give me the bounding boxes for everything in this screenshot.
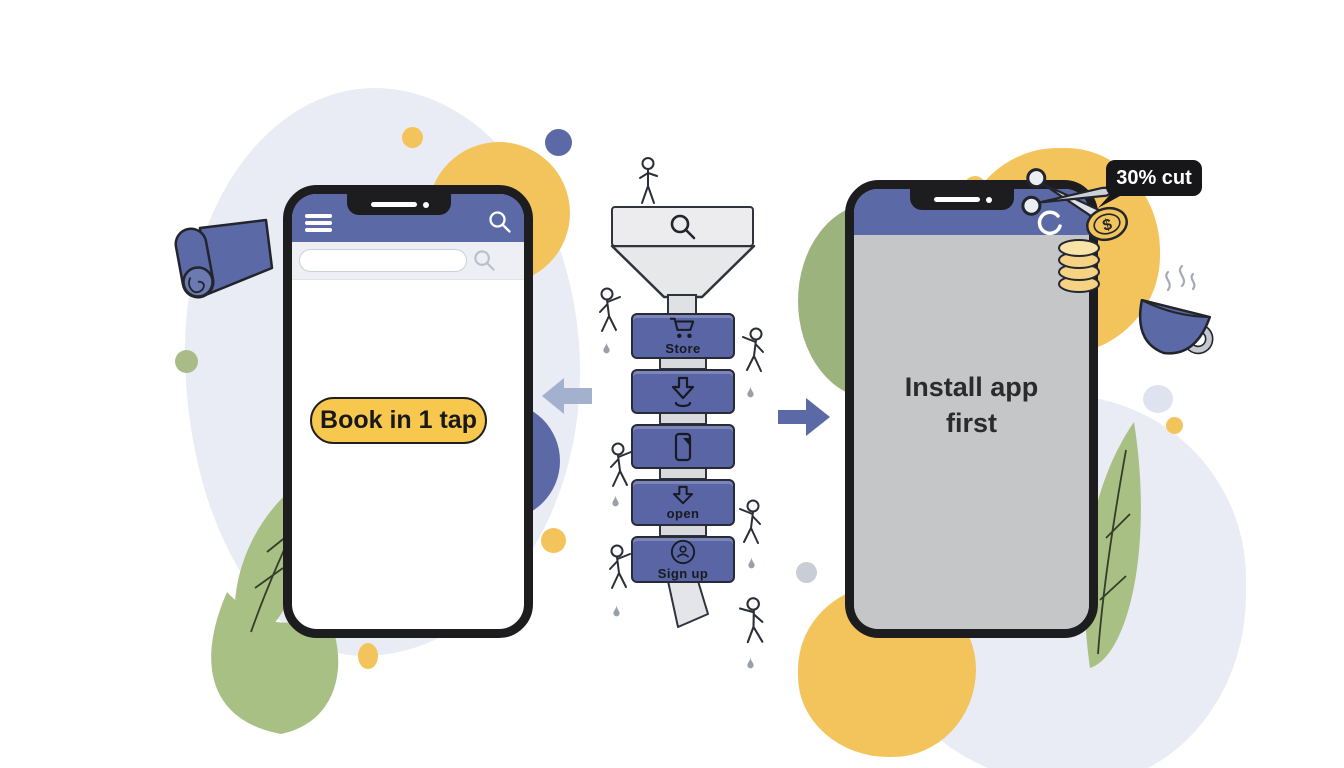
camera-dot <box>986 197 992 203</box>
funnel-step-label: Store <box>665 341 701 356</box>
dollar-coin-icon: $ <box>1086 206 1128 242</box>
phone-notch <box>347 194 451 215</box>
install-message: Install app first <box>854 369 1089 441</box>
person-figure <box>739 499 761 544</box>
blue-dot <box>545 129 572 156</box>
speaker-slot <box>934 197 980 202</box>
hamburger-icon[interactable] <box>305 214 332 232</box>
arrow-left-icon <box>542 378 592 414</box>
cart-icon <box>670 317 695 339</box>
sweat-drop <box>612 495 619 507</box>
phone-screen: Install app first <box>854 189 1089 629</box>
funnel-step-signup: Sign up <box>631 536 735 583</box>
sweat-drop <box>748 557 755 569</box>
gray-dot <box>796 562 817 583</box>
arrow-right-icon <box>778 398 830 436</box>
search-icon <box>670 214 695 239</box>
person-figure <box>609 544 631 589</box>
search-icon[interactable] <box>488 210 512 234</box>
green-dot <box>175 350 198 373</box>
cut-mark <box>1037 210 1062 236</box>
funnel-step-store: Store <box>631 313 735 359</box>
signup-icon <box>670 539 696 564</box>
yellow-dot <box>1166 417 1183 434</box>
funnel-step-open: open <box>631 479 735 526</box>
leaf-decoration <box>1084 422 1141 668</box>
phone-notch <box>910 189 1014 210</box>
phone-screen: Book in 1 tap <box>292 194 524 629</box>
coin-stack-icon <box>1058 239 1100 293</box>
phone-direct-booking: Book in 1 tap <box>283 185 533 638</box>
funnel-search-stage <box>611 206 754 247</box>
person-figure <box>599 287 621 332</box>
funnel-cone <box>610 245 756 299</box>
fee-badge-label: 30% cut <box>1116 166 1192 189</box>
camera-dot <box>423 202 429 208</box>
funnel-step-app <box>631 424 735 469</box>
yoga-mat-icon <box>174 218 274 299</box>
yellow-dot <box>402 127 423 148</box>
phone-install-wall: Install app first <box>845 180 1098 638</box>
person-figure <box>610 442 632 487</box>
svg-text:$: $ <box>1101 216 1114 235</box>
person-figure <box>742 327 764 372</box>
funnel-step-label: open <box>666 505 700 521</box>
sweat-drop <box>747 386 754 398</box>
sweat-drop <box>603 342 610 354</box>
search-icon[interactable] <box>473 249 496 272</box>
down-arrow-icon <box>672 485 694 504</box>
book-button[interactable]: Book in 1 tap <box>310 397 487 444</box>
person-figure <box>639 157 658 204</box>
search-input[interactable] <box>299 249 467 272</box>
install-message-line2: first <box>945 408 997 438</box>
install-message-line1: Install app <box>904 372 1039 402</box>
funnel-step-label: Sign up <box>657 565 709 581</box>
sweat-drop <box>747 657 754 669</box>
speaker-slot <box>371 202 417 207</box>
yellow-dot <box>541 528 566 553</box>
funnel-step-download <box>631 369 735 414</box>
fee-badge: 30% cut <box>1106 160 1202 196</box>
funnel-ribbon <box>667 581 709 628</box>
yellow-dot <box>358 643 378 669</box>
app-icon <box>674 432 692 461</box>
person-figure <box>739 597 764 644</box>
lavender-dot <box>1143 385 1173 413</box>
search-bar-section <box>292 242 524 280</box>
coffee-cup-icon <box>1138 264 1214 355</box>
sweat-drop <box>613 605 620 617</box>
download-icon <box>671 376 695 407</box>
